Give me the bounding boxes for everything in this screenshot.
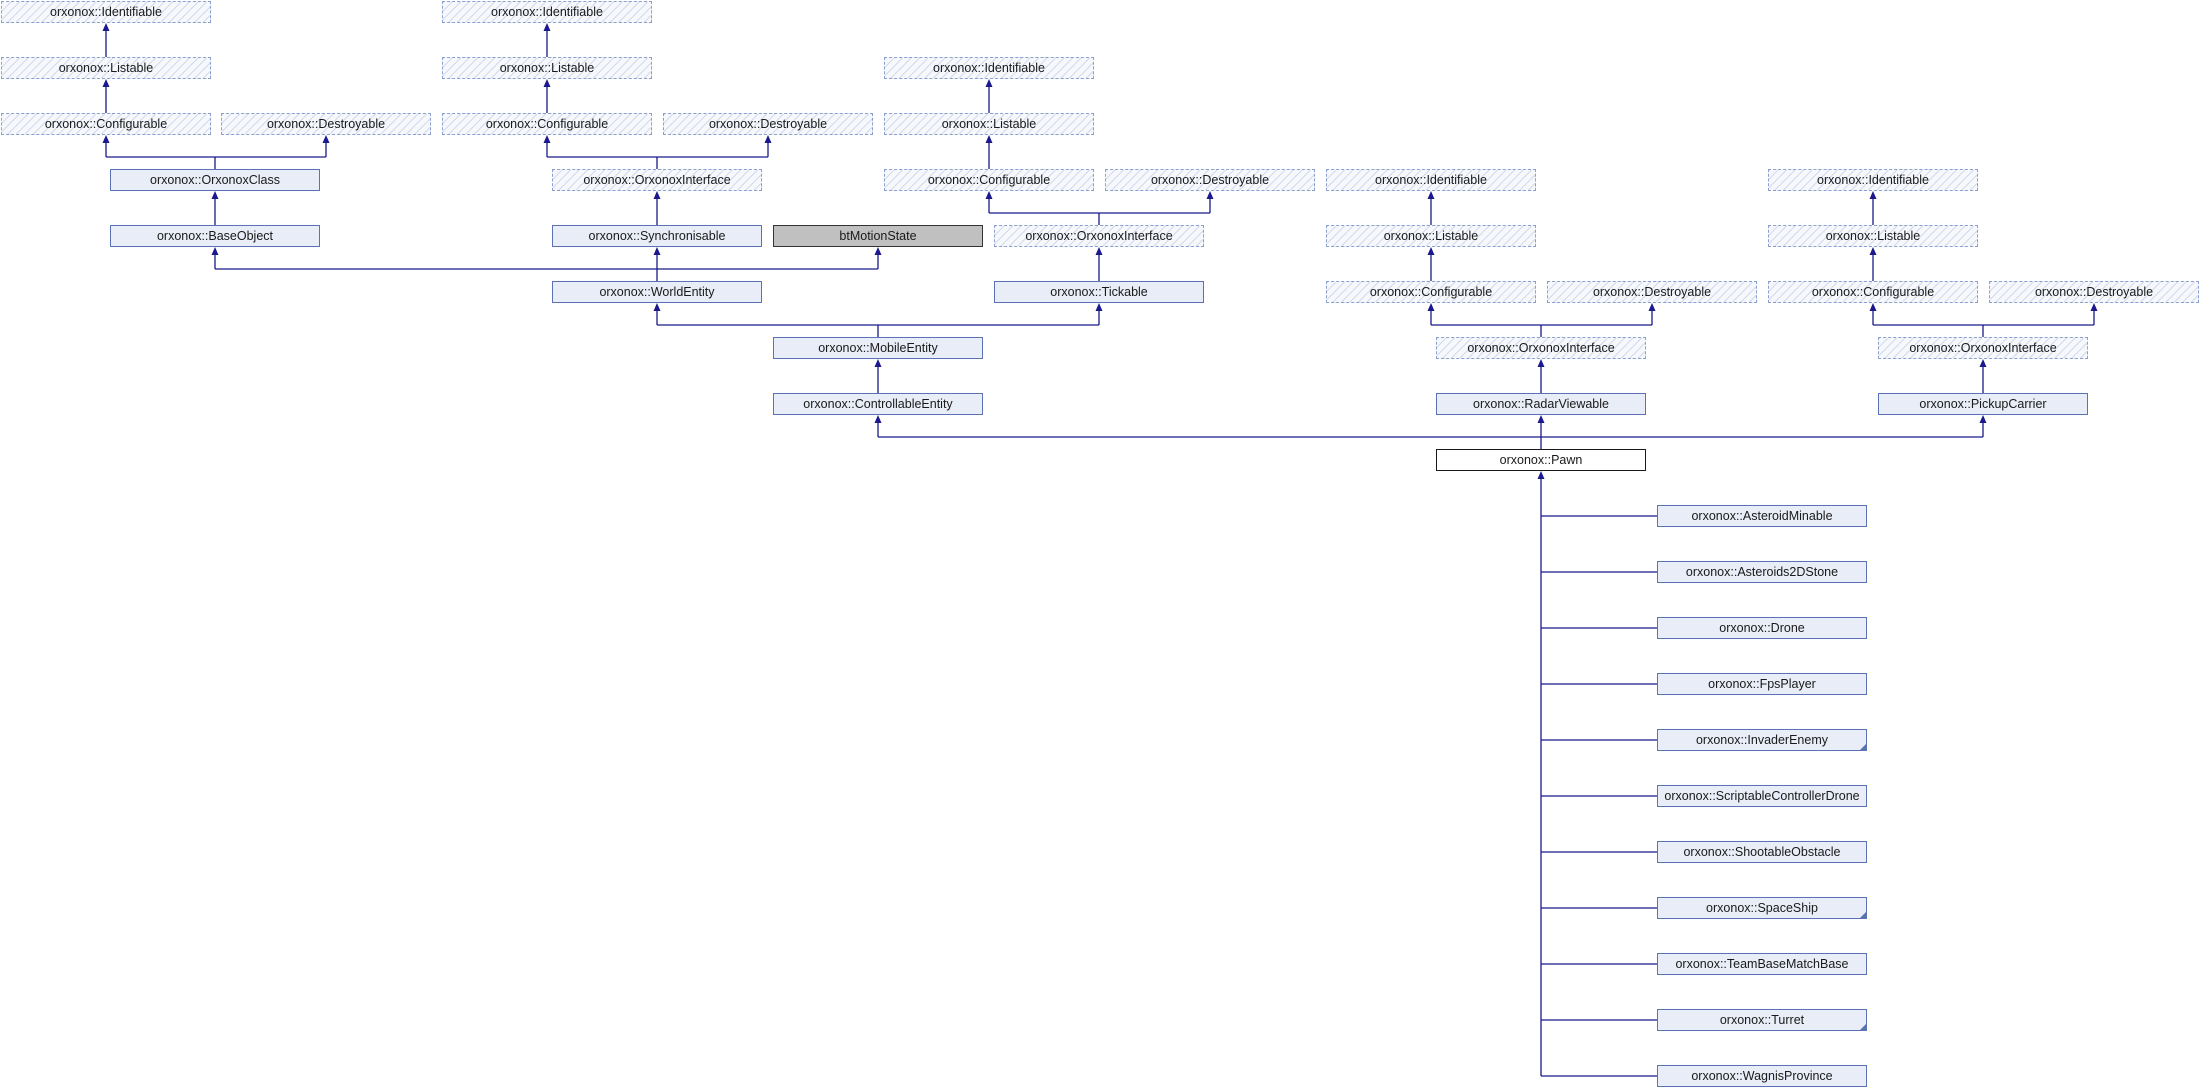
class-node-syn[interactable]: orxonox::Synchronisable xyxy=(552,225,762,247)
arrowhead-syn-oi2 xyxy=(653,191,661,199)
class-node-oi2[interactable]: orxonox::OrxonoxInterface xyxy=(552,169,762,191)
class-node-c1[interactable]: orxonox::AsteroidMinable xyxy=(1657,505,1867,527)
arrowhead-pawn-pc xyxy=(1979,415,1987,423)
arrowhead-co3-li3 xyxy=(985,135,993,143)
class-node-li4[interactable]: orxonox::Listable xyxy=(1326,225,1536,247)
arrowhead-tk-oi3 xyxy=(1095,247,1103,255)
class-node-pc[interactable]: orxonox::PickupCarrier xyxy=(1878,393,2088,415)
class-node-co2[interactable]: orxonox::Configurable xyxy=(442,113,652,135)
arrowhead-li4-id4 xyxy=(1427,191,1435,199)
class-node-c4[interactable]: orxonox::FpsPlayer xyxy=(1657,673,1867,695)
class-node-li2[interactable]: orxonox::Listable xyxy=(442,57,652,79)
class-node-li1[interactable]: orxonox::Listable xyxy=(1,57,211,79)
arrowhead-oi3-co3 xyxy=(985,191,993,199)
class-node-oi3[interactable]: orxonox::OrxonoxInterface xyxy=(994,225,1204,247)
class-node-id4[interactable]: orxonox::Identifiable xyxy=(1326,169,1536,191)
class-node-id3[interactable]: orxonox::Identifiable xyxy=(884,57,1094,79)
arrowhead-li3-id3 xyxy=(985,79,993,87)
class-node-occ[interactable]: orxonox::OrxonoxClass xyxy=(110,169,320,191)
class-node-c10[interactable]: orxonox::Turret xyxy=(1657,1009,1867,1031)
class-node-btm[interactable]: btMotionState xyxy=(773,225,983,247)
arrowhead-occ-de1 xyxy=(322,135,330,143)
arrowhead-oi5-de5 xyxy=(2090,303,2098,311)
class-node-me[interactable]: orxonox::MobileEntity xyxy=(773,337,983,359)
arrowhead-co2-li2 xyxy=(543,79,551,87)
arrowhead-li1-id1 xyxy=(102,23,110,31)
arrowhead-pawn xyxy=(1537,471,1545,479)
arrowhead-we-syn xyxy=(653,247,661,255)
class-node-co4[interactable]: orxonox::Configurable xyxy=(1326,281,1536,303)
class-node-tk[interactable]: orxonox::Tickable xyxy=(994,281,1204,303)
class-node-c7[interactable]: orxonox::ShootableObstacle xyxy=(1657,841,1867,863)
arrowhead-co1-li1 xyxy=(102,79,110,87)
class-node-ce[interactable]: orxonox::ControllableEntity xyxy=(773,393,983,415)
class-node-bo[interactable]: orxonox::BaseObject xyxy=(110,225,320,247)
class-node-c9[interactable]: orxonox::TeamBaseMatchBase xyxy=(1657,953,1867,975)
class-node-c11[interactable]: orxonox::WagnisProvince xyxy=(1657,1065,1867,1087)
class-node-id5[interactable]: orxonox::Identifiable xyxy=(1768,169,1978,191)
arrowhead-co5-li5 xyxy=(1869,247,1877,255)
class-node-de5[interactable]: orxonox::Destroyable xyxy=(1989,281,2199,303)
class-node-li5[interactable]: orxonox::Listable xyxy=(1768,225,1978,247)
class-node-id2[interactable]: orxonox::Identifiable xyxy=(442,1,652,23)
arrowhead-oi5-co5 xyxy=(1869,303,1877,311)
class-node-oi4[interactable]: orxonox::OrxonoxInterface xyxy=(1436,337,1646,359)
class-node-co5[interactable]: orxonox::Configurable xyxy=(1768,281,1978,303)
arrowhead-oi4-co4 xyxy=(1427,303,1435,311)
class-node-c2[interactable]: orxonox::Asteroids2DStone xyxy=(1657,561,1867,583)
class-node-de2[interactable]: orxonox::Destroyable xyxy=(663,113,873,135)
class-node-we[interactable]: orxonox::WorldEntity xyxy=(552,281,762,303)
class-node-de3[interactable]: orxonox::Destroyable xyxy=(1105,169,1315,191)
class-node-co1[interactable]: orxonox::Configurable xyxy=(1,113,211,135)
class-node-pawn: orxonox::Pawn xyxy=(1436,449,1646,471)
class-node-c8[interactable]: orxonox::SpaceShip xyxy=(1657,897,1867,919)
class-node-rv[interactable]: orxonox::RadarViewable xyxy=(1436,393,1646,415)
class-node-c3[interactable]: orxonox::Drone xyxy=(1657,617,1867,639)
arrowhead-oi3-de3 xyxy=(1206,191,1214,199)
arrowhead-oi2-co2 xyxy=(543,135,551,143)
arrowhead-we-bo xyxy=(211,247,219,255)
arrowhead-co4-li4 xyxy=(1427,247,1435,255)
class-node-oi5[interactable]: orxonox::OrxonoxInterface xyxy=(1878,337,2088,359)
class-node-de4[interactable]: orxonox::Destroyable xyxy=(1547,281,1757,303)
arrowhead-occ-co1 xyxy=(102,135,110,143)
arrowhead-rv-oi4 xyxy=(1537,359,1545,367)
arrowhead-li5-id5 xyxy=(1869,191,1877,199)
arrowhead-li2-id2 xyxy=(543,23,551,31)
arrowhead-we-btm xyxy=(874,247,882,255)
arrowhead-me-tk xyxy=(1095,303,1103,311)
arrowhead-pawn-rv xyxy=(1537,415,1545,423)
arrowhead-oi2-de2 xyxy=(764,135,772,143)
arrowhead-pc-oi5 xyxy=(1979,359,1987,367)
class-node-de1[interactable]: orxonox::Destroyable xyxy=(221,113,431,135)
class-node-c5[interactable]: orxonox::InvaderEnemy xyxy=(1657,729,1867,751)
class-node-c6[interactable]: orxonox::ScriptableControllerDrone xyxy=(1657,785,1867,807)
class-node-id1[interactable]: orxonox::Identifiable xyxy=(1,1,211,23)
arrowhead-ce-me xyxy=(874,359,882,367)
class-node-co3[interactable]: orxonox::Configurable xyxy=(884,169,1094,191)
arrowhead-me-we xyxy=(653,303,661,311)
arrowhead-pawn-ce xyxy=(874,415,882,423)
arrowhead-bo-occ xyxy=(211,191,219,199)
class-node-li3[interactable]: orxonox::Listable xyxy=(884,113,1094,135)
arrowhead-oi4-de4 xyxy=(1648,303,1656,311)
